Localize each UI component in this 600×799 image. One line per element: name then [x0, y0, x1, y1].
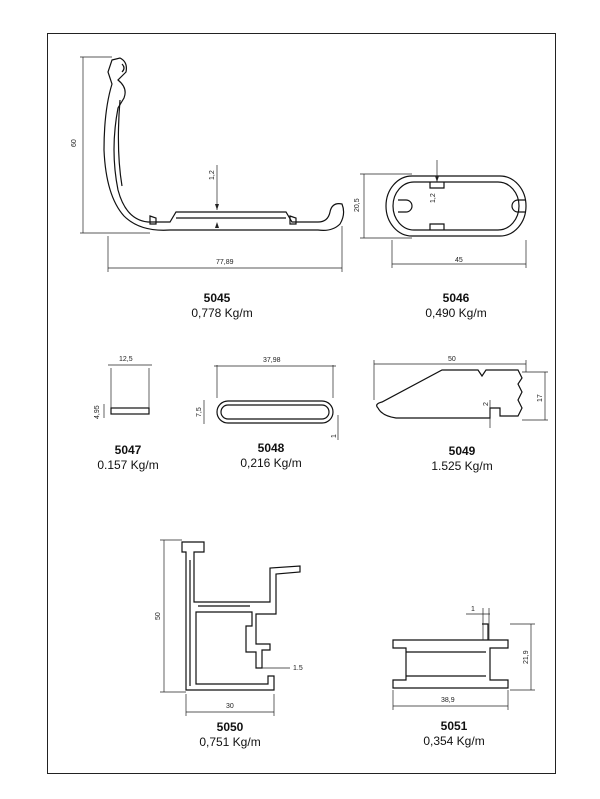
profile-weight: 0,216 Kg/m — [240, 456, 302, 470]
dim-5051-width: 38,9 — [441, 697, 455, 704]
profile-code: 5046 — [442, 291, 470, 305]
profile-5047-drawing — [103, 364, 152, 418]
dim-5050-height: 50 — [155, 612, 162, 620]
profile-5045-drawing — [80, 56, 345, 272]
dim-5048-wall: 1 — [331, 434, 338, 438]
profile-5050-drawing — [160, 539, 301, 716]
profile-code: 5049 — [448, 444, 476, 458]
profile-weight: 0,354 Kg/m — [423, 734, 485, 748]
dim-5047-width: 12,5 — [119, 356, 133, 363]
profile-code: 5051 — [440, 719, 468, 733]
dim-5051-wall: 1 — [471, 606, 475, 613]
dim-5047-height: 4,95 — [94, 405, 101, 419]
profile-weight: 0,778 Kg/m — [191, 306, 253, 320]
profile-5051-drawing — [392, 608, 535, 710]
profile-weight: 0,751 Kg/m — [199, 735, 261, 749]
dim-5051-height: 21,9 — [523, 650, 530, 664]
dim-5045-wall: 1,2 — [209, 170, 216, 180]
dim-5049-width: 50 — [448, 356, 456, 363]
dim-5046-height: 20,5 — [354, 198, 361, 212]
dim-5049-slot: 2 — [483, 402, 490, 406]
dim-5050-wall: 1.5 — [293, 665, 303, 672]
profile-code: 5048 — [257, 441, 285, 455]
profile-weight: 0,490 Kg/m — [425, 306, 487, 320]
dim-5050-width: 30 — [226, 703, 234, 710]
profile-5048-drawing — [203, 365, 339, 440]
dim-5048-height: 7,5 — [196, 407, 203, 417]
dim-5045-height: 60 — [71, 139, 78, 147]
dim-5046-width: 45 — [455, 257, 463, 264]
profile-5049-drawing — [373, 360, 548, 428]
dim-5046-wall: 1,2 — [430, 193, 437, 203]
dim-5049-height: 17 — [537, 394, 544, 402]
dim-5048-width: 37,98 — [263, 357, 281, 364]
profile-weight: 1.525 Kg/m — [431, 459, 493, 473]
profile-code: 5045 — [203, 291, 231, 305]
profile-weight: 0.157 Kg/m — [97, 458, 159, 472]
dim-5045-width: 77,89 — [216, 259, 234, 266]
profile-code: 5047 — [114, 443, 142, 457]
profile-5046-drawing — [360, 160, 527, 268]
drawing-sheet-border — [47, 33, 556, 774]
profile-code: 5050 — [216, 720, 244, 734]
